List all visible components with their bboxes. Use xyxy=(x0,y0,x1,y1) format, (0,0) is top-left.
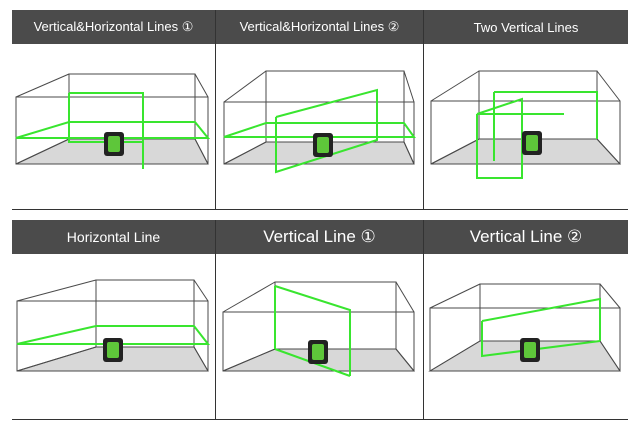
panel-divider xyxy=(215,220,216,420)
room-illustration xyxy=(428,283,621,372)
scene-horizontal xyxy=(12,254,215,420)
back-wall xyxy=(265,70,405,143)
back-wall xyxy=(68,73,196,140)
vertical-laser-line xyxy=(494,91,598,139)
row-divider xyxy=(12,419,628,420)
room-illustration xyxy=(223,70,416,174)
laser-lines xyxy=(476,91,598,179)
bottom-panel-row: Horizontal Line Vertical Line ① Vertical… xyxy=(12,220,628,420)
panel-title: Vertical&Horizontal Lines ② xyxy=(216,10,423,44)
laser-level-device xyxy=(308,340,328,364)
room-illustration xyxy=(16,279,211,372)
panel-title: Two Vertical Lines xyxy=(424,10,628,44)
laser-lines xyxy=(481,297,601,358)
room-illustration xyxy=(430,70,622,179)
back-wall xyxy=(478,70,598,140)
vertical-laser-line xyxy=(275,88,378,174)
room-illustration xyxy=(222,281,416,377)
panel-title: Vertical&Horizontal Lines ① xyxy=(12,10,215,44)
panel-title: Vertical Line ① xyxy=(216,220,423,254)
panel-title: Vertical Line ② xyxy=(424,220,628,254)
laser-lines xyxy=(15,92,211,169)
row-divider xyxy=(12,209,628,210)
scene-vertical1 xyxy=(216,254,423,420)
laser-level-device xyxy=(103,338,123,362)
scene-vertical2 xyxy=(424,254,628,420)
panel-divider xyxy=(423,10,424,210)
horizontal-laser-line xyxy=(16,325,211,345)
vertical-laser-line xyxy=(481,297,601,341)
laser-level-device xyxy=(520,338,540,362)
vertical-laser-line xyxy=(476,97,523,179)
back-wall xyxy=(479,283,601,342)
horizontal-laser-line xyxy=(223,122,416,138)
vertical-laser-line xyxy=(274,285,351,376)
panel-divider xyxy=(215,10,216,210)
scene-vh1 xyxy=(12,44,215,210)
panel-title: Horizontal Line xyxy=(12,220,215,254)
top-panel-row: Vertical&Horizontal Lines ① Vertical&Hor… xyxy=(12,10,628,210)
laser-level-device xyxy=(104,132,124,156)
panel-divider xyxy=(423,220,424,420)
laser-level-device xyxy=(522,131,542,155)
back-wall xyxy=(95,279,195,348)
room-illustration xyxy=(15,73,211,169)
laser-lines xyxy=(223,88,416,174)
laser-lines xyxy=(16,325,211,345)
scene-vh2 xyxy=(216,44,423,210)
laser-level-device xyxy=(313,133,333,157)
vertical-laser-line xyxy=(481,321,601,358)
scene-two-vertical xyxy=(424,44,628,210)
